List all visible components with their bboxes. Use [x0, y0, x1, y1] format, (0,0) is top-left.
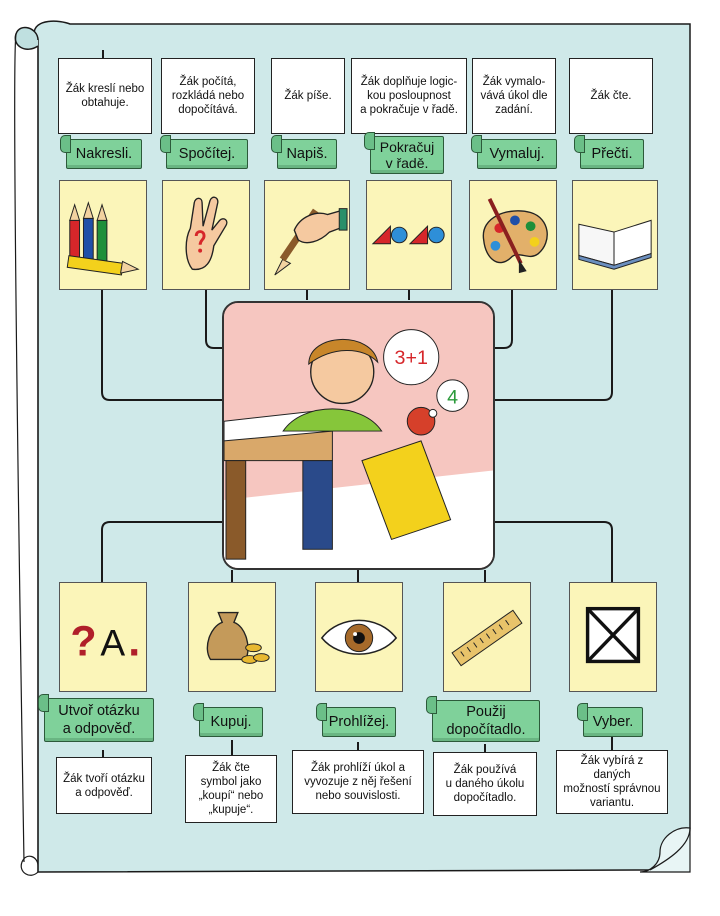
text-line: Nakresli.	[75, 145, 133, 162]
text-line: v řadě.	[385, 155, 429, 171]
top-label-1: Nakresli.	[60, 135, 142, 169]
text-line: Žák počítá,	[179, 76, 237, 88]
bottom-desc-5: Žák vybírá z daných možností správnou vari…	[556, 750, 668, 814]
text-line: Pokračuj	[379, 139, 435, 155]
top-desc-2: Žák počítá, rozkládá nebo dopočítává.	[161, 58, 255, 134]
text-line: Žák čte	[212, 762, 250, 774]
text-line: nebo souvislosti.	[315, 790, 401, 802]
top-label-6: Přečti.	[574, 135, 644, 169]
answer-letter: A	[100, 622, 125, 664]
text-line: vyvozuje z něj řešení	[304, 776, 412, 788]
top-desc-3: Žák píše.	[271, 58, 345, 134]
bottom-label-3: Prohlížej.	[316, 703, 396, 737]
text-line: rozkládá nebo	[171, 90, 245, 102]
text-line: zadání.	[495, 104, 533, 116]
text-line: „kupuje“.	[208, 804, 254, 816]
text-line: Utvoř otázku	[58, 703, 140, 719]
paint-palette-icon	[469, 180, 557, 290]
text-line: dopočítadlo.	[453, 792, 517, 804]
top-label-2: Spočítej.	[160, 135, 248, 169]
writing-hand-icon	[264, 180, 350, 290]
bottom-desc-3: Žák prohlíží úkol a vyvozuje z něj řešení…	[292, 750, 424, 814]
top-label-3: Napiš.	[271, 135, 337, 169]
question-mark: ?	[70, 618, 96, 666]
question-answer-icon: ? A .	[59, 582, 147, 692]
top-desc-5: Žák vymalo-vává úkol dle zadání.	[472, 58, 556, 134]
top-desc-1: Žák kreslí nebo obtahuje.	[58, 58, 152, 134]
text-line: „koupí“ nebo	[198, 790, 264, 802]
bottom-label-5: Vyber.	[577, 703, 643, 737]
text-line: variantu.	[589, 797, 635, 809]
text-line: Vymaluj.	[489, 145, 545, 162]
text-line: Žák prohlíží úkol a	[311, 762, 405, 774]
answer-text: 4	[447, 386, 458, 408]
top-label-5: Vymaluj.	[471, 135, 557, 169]
bubble-text: 3+1	[395, 347, 428, 369]
text-line: Žák píše.	[284, 90, 332, 102]
bottom-desc-2: Žák čte symbol jako „koupí“ nebo „kupuje“.	[185, 755, 277, 823]
top-desc-4: Žák doplňuje logic-kou posloupnost a pokr…	[351, 58, 467, 134]
top-desc-6: Žák čte.	[569, 58, 653, 134]
text-line: vává úkol dle	[480, 90, 548, 102]
text-line: dopočítadlo.	[446, 722, 526, 738]
answer-dot: .	[128, 618, 140, 666]
text-line: Žák kreslí nebo	[65, 83, 145, 95]
text-line: kou posloupnost	[367, 90, 451, 102]
open-book-icon	[572, 180, 658, 290]
abacus-ruler-icon	[443, 582, 531, 692]
text-line: Použij	[466, 704, 506, 720]
bottom-label-1: Utvoř otázku a odpověď.	[38, 694, 154, 742]
text-line: dopočítává.	[178, 104, 238, 116]
text-line: možností správnou	[563, 783, 661, 795]
text-line: a pokračuje v řadě.	[360, 104, 458, 116]
text-line: obtahuje.	[81, 97, 129, 109]
money-bag-icon	[188, 582, 276, 692]
text-line: u daného úkolu	[445, 778, 525, 790]
boy-at-desk-illustration: 3+1 4	[224, 303, 493, 568]
text-line: symbol jako	[200, 776, 262, 788]
text-line: Kupuj.	[210, 713, 252, 730]
counting-hand-icon	[162, 180, 250, 290]
bottom-label-4: Použij dopočítadlo.	[426, 696, 540, 742]
text-line: Žák doplňuje logic-	[360, 76, 458, 88]
text-line: Vyber.	[592, 713, 634, 730]
bottom-desc-4: Žák používá u daného úkolu dopočítadlo.	[433, 752, 537, 816]
shape-sequence-icon	[366, 180, 452, 290]
text-line: Žák vybírá z daných	[580, 755, 644, 781]
text-line: Žák čte.	[590, 90, 632, 102]
text-line: Přečti.	[591, 145, 633, 162]
colored-pencils-icon	[59, 180, 147, 290]
text-line: Napiš.	[286, 145, 328, 162]
text-line: Žák používá	[453, 764, 517, 776]
crossed-box-icon	[569, 582, 657, 692]
center-illustration: 3+1 4	[222, 301, 495, 570]
text-line: a odpověď.	[75, 786, 133, 799]
eye-icon	[315, 582, 403, 692]
bottom-label-2: Kupuj.	[193, 703, 263, 737]
text-line: Žák vymalo-	[482, 76, 546, 88]
text-line: Spočítej.	[178, 145, 236, 162]
text-line: Prohlížej.	[328, 713, 390, 730]
text-line: a odpověď.	[62, 721, 136, 737]
text-line: Žák tvoří otázku	[63, 772, 145, 785]
